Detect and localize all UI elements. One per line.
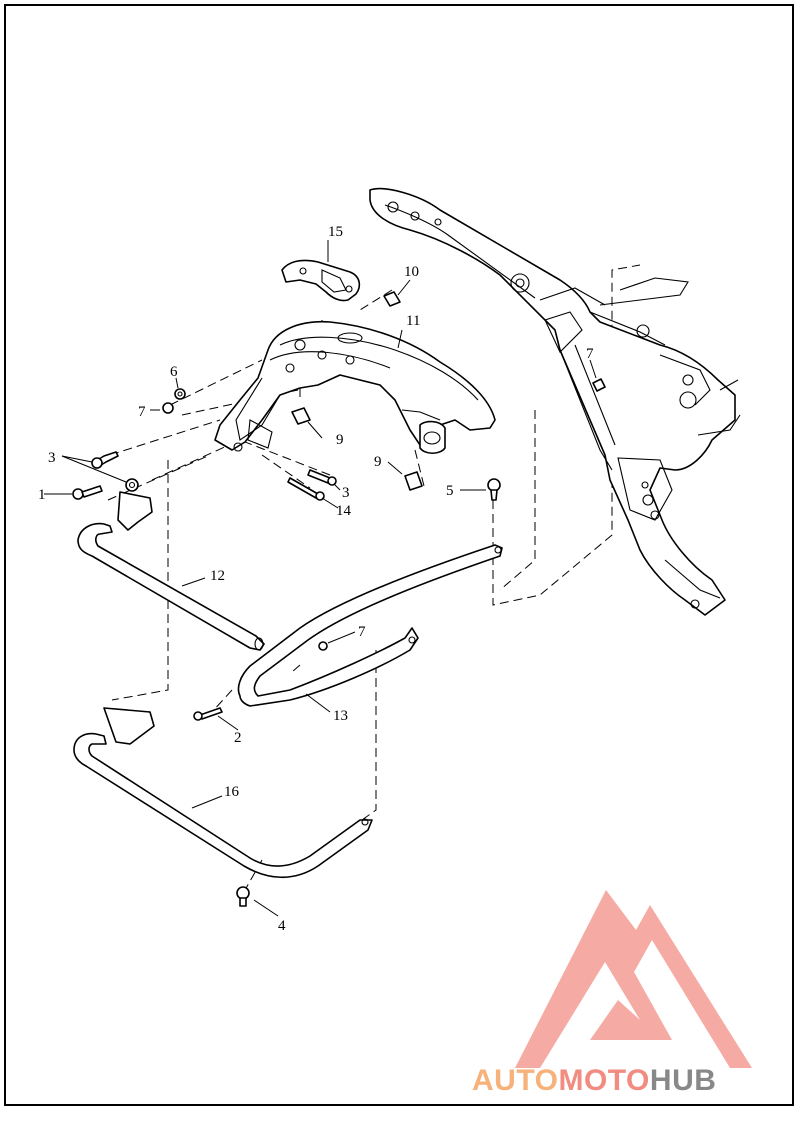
watermark-part-moto: MOTO [558,1064,650,1097]
label-3-right: 3 [342,485,350,501]
part-11-support [214,320,496,455]
motorcycle-frame [369,187,741,616]
part-16-rail [73,707,373,879]
label-9-lower: 9 [374,454,382,470]
label-5: 5 [446,483,454,499]
label-7-lower: 7 [358,624,366,640]
part-10-block [383,291,401,307]
part-labels: 1 2 3 3 4 5 6 7 7 7 9 9 10 11 12 13 14 1… [38,224,594,934]
label-2: 2 [234,730,242,746]
label-14: 14 [336,503,352,519]
label-13: 13 [333,708,348,724]
label-6: 6 [170,364,178,380]
label-10: 10 [404,264,419,280]
label-9-upper: 9 [336,432,344,448]
automotohub-logo [515,890,752,1068]
label-11: 11 [406,313,420,329]
label-4: 4 [278,918,286,934]
fasteners [72,378,606,907]
part-13-rail [237,544,503,707]
label-12: 12 [210,568,225,584]
label-15: 15 [328,224,343,240]
part-15-bracket [281,259,361,302]
label-7-right: 7 [586,346,594,362]
label-3-left: 3 [48,450,56,466]
diagram-frame [4,4,794,1106]
watermark-part-hub: HUB [649,1064,717,1097]
part-12-rail [77,491,265,651]
watermark-text: AUTOMOTOHUB [472,1066,716,1096]
label-7-left: 7 [138,404,146,420]
watermark-part-auto: AUTO [472,1064,559,1097]
label-1: 1 [38,487,46,503]
label-16: 16 [224,784,240,800]
leader-lines [44,240,597,917]
